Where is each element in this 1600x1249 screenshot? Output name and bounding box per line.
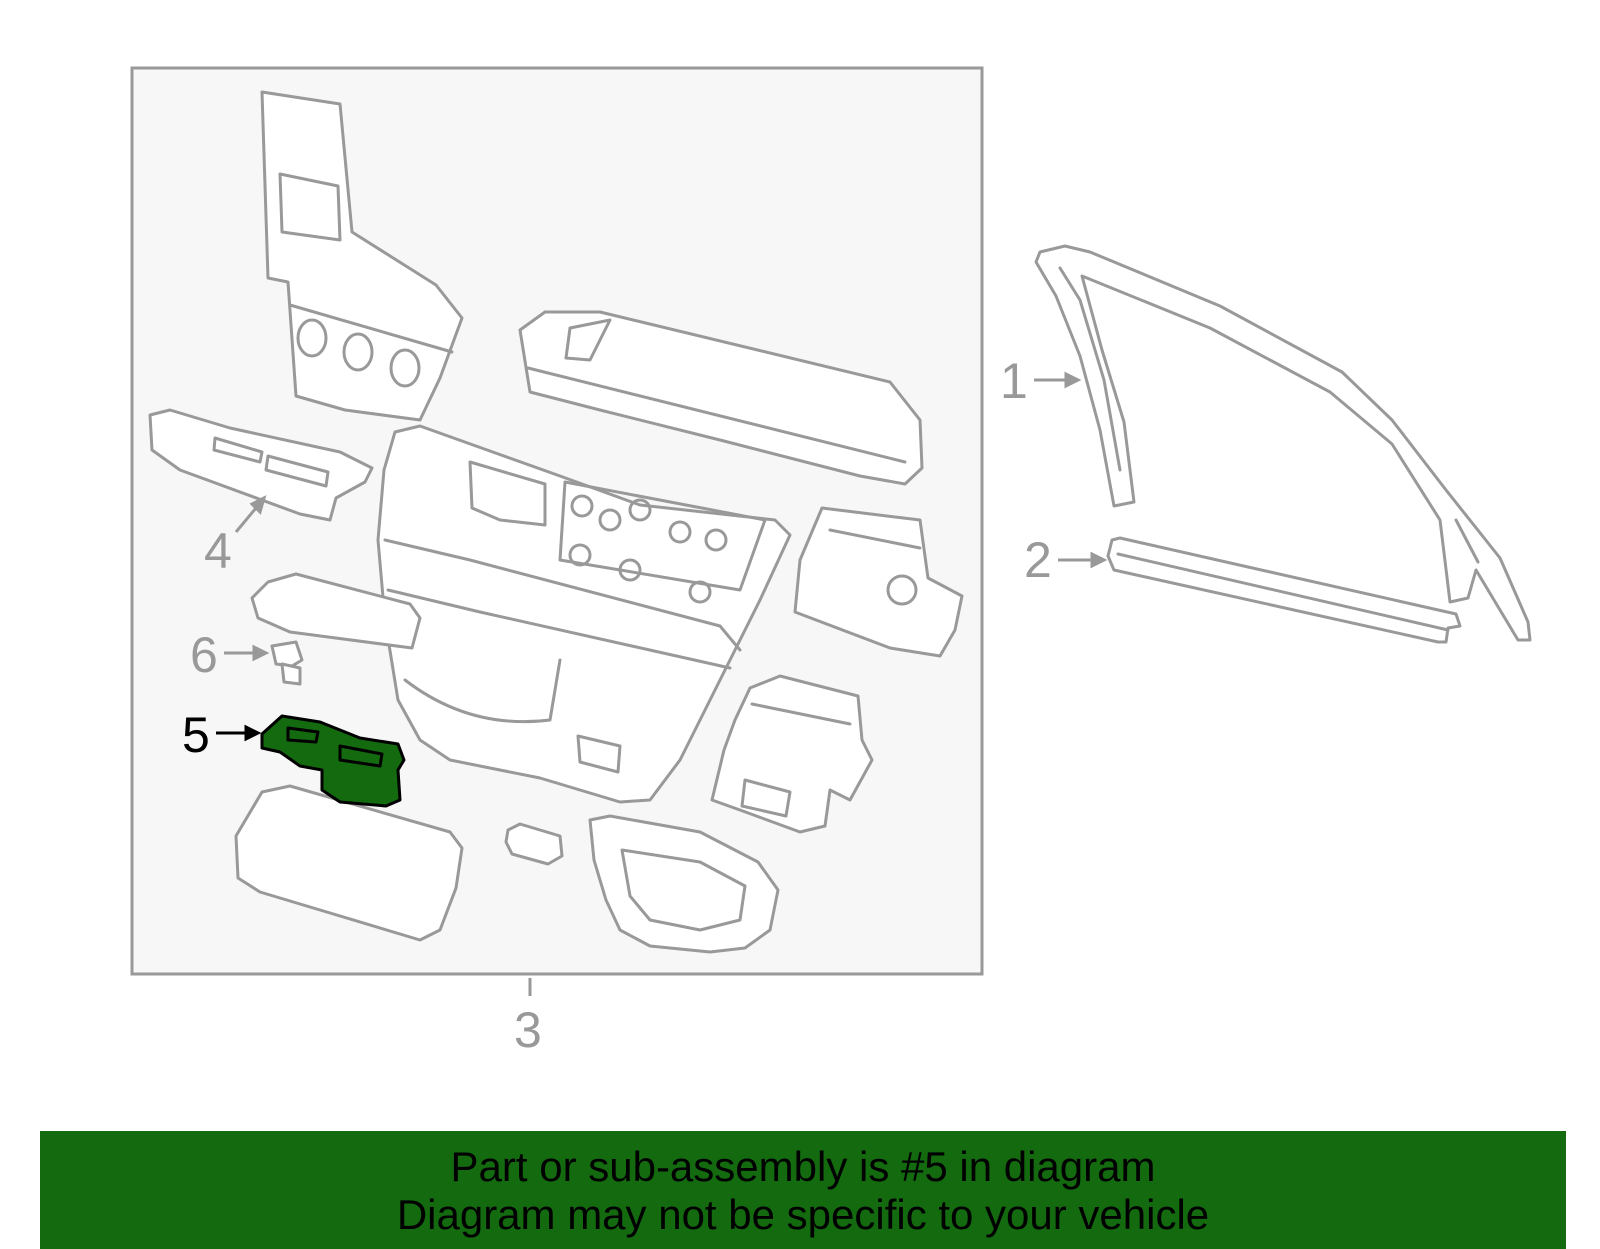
leader-5: [216, 724, 262, 742]
part-2-belt-molding: [1106, 536, 1462, 644]
upper-bezel: [518, 310, 924, 486]
callout-1: 1: [1000, 353, 1028, 409]
speaker-bracket: [588, 814, 780, 954]
banner-line-1: Part or sub-assembly is #5 in diagram: [450, 1143, 1156, 1190]
callout-6: 6: [190, 627, 218, 683]
lower-bracket: [710, 674, 874, 834]
callout-3: 3: [514, 1002, 542, 1058]
door-panel-main: [376, 424, 792, 804]
leader-6: [224, 644, 270, 662]
part-4-armrest-cover: [148, 408, 374, 522]
part-5-switch-bezel: [260, 714, 406, 808]
banner-line-2: Diagram may not be specific to your vehi…: [396, 1191, 1210, 1238]
leader-4: [234, 495, 267, 533]
leader-1: [1034, 371, 1082, 389]
part-info-banner: Part or sub-assembly is #5 in diagram Di…: [40, 1131, 1566, 1249]
callout-2: 2: [1024, 532, 1052, 588]
part-6-clip: [270, 640, 304, 686]
callout-4: 4: [204, 523, 232, 579]
speaker-grille: [793, 506, 964, 658]
latch-cap: [504, 822, 564, 866]
upper-trim-panel: [260, 90, 464, 422]
callout-5: 5: [182, 707, 210, 763]
armrest-pad: [250, 572, 422, 650]
part-1-frame-seal: [1034, 244, 1532, 642]
leader-2: [1058, 551, 1108, 569]
pocket-pad: [234, 784, 464, 942]
